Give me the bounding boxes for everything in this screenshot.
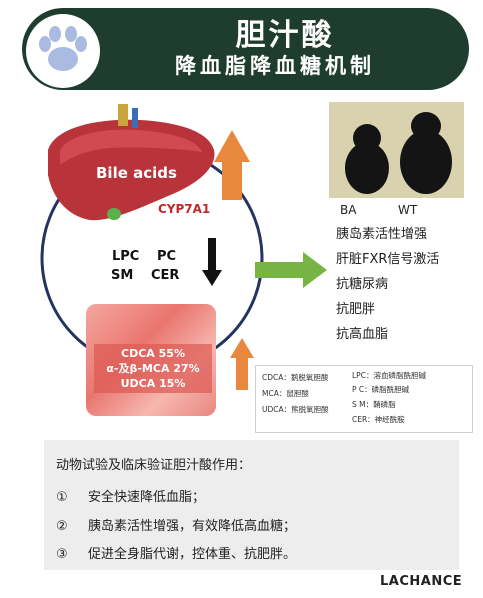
increase-arrow-intestine bbox=[230, 338, 254, 390]
point-text: 胰岛素活性增强，有效降低高血糖； bbox=[88, 519, 297, 534]
mice-photo bbox=[329, 102, 464, 198]
legend-item: CER：神经酰胺 bbox=[352, 415, 405, 424]
point-number: ② bbox=[56, 519, 68, 534]
summary-title: 动物试验及临床验证胆汁酸作用： bbox=[56, 458, 252, 473]
lipid-cer: CER bbox=[151, 268, 180, 283]
mouse-label-ba: BA bbox=[340, 203, 357, 217]
point-text: 安全快速降低血脂； bbox=[88, 490, 206, 505]
legend-item: S M：鞘磷脂 bbox=[352, 400, 396, 409]
summary-panel bbox=[44, 440, 459, 570]
lipid-lpc: LPC bbox=[112, 249, 140, 264]
lipid-sm: SM bbox=[111, 268, 134, 283]
effect-item: 抗肥胖 bbox=[336, 302, 376, 317]
legend-item: UDCA：熊脱氧胆酸 bbox=[262, 405, 329, 414]
paw-logo bbox=[26, 14, 100, 88]
mice-image bbox=[329, 102, 464, 198]
paw-icon bbox=[30, 18, 96, 84]
point-number: ① bbox=[56, 490, 68, 505]
effect-item: 肝脏FXR信号激活 bbox=[336, 252, 440, 267]
legend-item: P C：磷脂酰胆碱 bbox=[352, 385, 410, 394]
acid-cdca: CDCA 55% bbox=[121, 347, 185, 360]
point-text: 促进全身脂代谢，控体重、抗肥胖。 bbox=[88, 547, 297, 562]
abbreviation-legend: CDCA：鹅脱氧胆酸 MCA：鼠胆酸 UDCA：熊脱氧胆酸 LPC：溶血磷脂酰胆… bbox=[255, 365, 473, 433]
liver-illustration bbox=[48, 104, 215, 221]
legend-item: LPC：溶血磷脂酰胆碱 bbox=[352, 371, 426, 380]
enzyme-label: CYP7A1 bbox=[158, 202, 211, 216]
legend-item: CDCA：鹅脱氧胆酸 bbox=[262, 373, 329, 382]
decrease-arrow-lipids bbox=[202, 238, 222, 286]
summary-point: ① 安全快速降低血脂； bbox=[56, 486, 205, 505]
effects-list: 胰岛素活性增强 肝脏FXR信号激活 抗糖尿病 抗肥胖 抗高血脂 bbox=[336, 222, 439, 347]
effect-item: 抗高血脂 bbox=[336, 327, 389, 342]
acid-udca: UDCA 15% bbox=[120, 377, 186, 390]
summary-point: ② 胰岛素活性增强，有效降低高血糖； bbox=[56, 515, 296, 534]
intestine-acid-list: CDCA 55% α-及β-MCA 27% UDCA 15% bbox=[94, 344, 212, 393]
acid-mca: α-及β-MCA 27% bbox=[106, 362, 200, 375]
liver-label: Bile acids bbox=[96, 164, 177, 182]
mouse-label-wt: WT bbox=[398, 203, 418, 217]
summary-point: ③ 促进全身脂代谢，控体重、抗肥胖。 bbox=[56, 543, 296, 562]
page-subtitle: 降血脂降血糖机制 bbox=[175, 54, 375, 78]
effect-arrow bbox=[255, 252, 327, 288]
page-title: 胆汁酸 bbox=[235, 18, 335, 53]
brand-logo-text: LACHANCE bbox=[380, 574, 463, 589]
increase-arrow-cyp7a1 bbox=[214, 130, 250, 200]
point-number: ③ bbox=[56, 547, 68, 562]
legend-item: MCA：鼠胆酸 bbox=[262, 389, 309, 398]
lipid-pc: PC bbox=[157, 249, 177, 264]
effect-item: 抗糖尿病 bbox=[336, 277, 389, 292]
effect-item: 胰岛素活性增强 bbox=[336, 227, 428, 242]
